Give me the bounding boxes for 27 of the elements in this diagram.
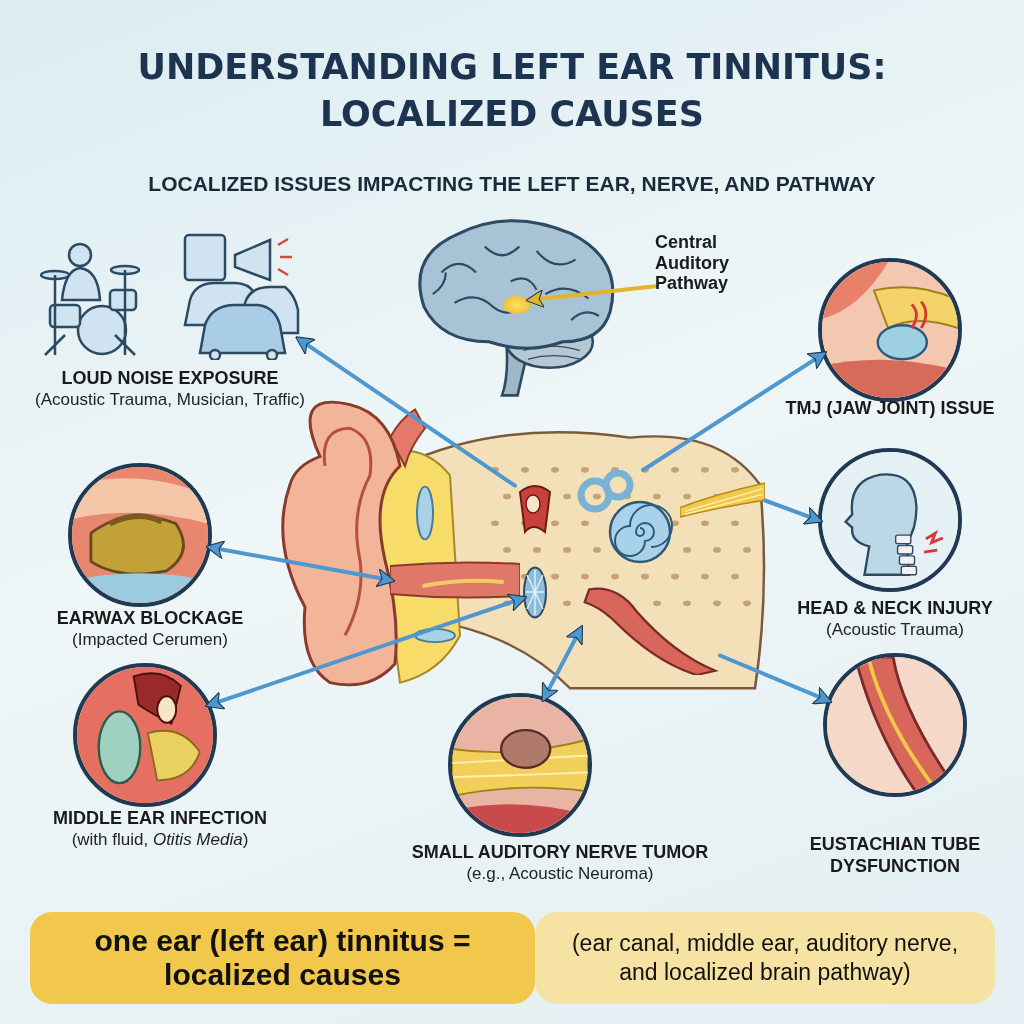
eustachian-tube-drawing (580, 585, 720, 675)
subtitle: LOCALIZED ISSUES IMPACTING THE LEFT EAR, NERVE, AND PATHWAY (147, 172, 877, 196)
cause-note: (Impacted Cerumen) (71, 629, 229, 650)
ear-canal-drawing (390, 560, 520, 600)
cause-title: SMALL AUDITORY NERVE TUMOR (410, 842, 710, 864)
arrow (641, 351, 828, 472)
arrow (763, 498, 824, 525)
summary-note-panel: (ear canal, middle ear, auditory nerve, and localized brain pathway) (535, 912, 995, 1004)
arrow (541, 624, 584, 703)
arrow (204, 593, 528, 710)
summary-banner: one ear (left ear) tinnitus = localized causes (30, 912, 535, 1004)
cause-title: MIDDLE EAR INFECTION (52, 808, 268, 830)
cause-title: EARWAX BLOCKAGE (55, 608, 245, 630)
cause-note: (Acoustic Trauma, Musician, Traffic) (34, 389, 306, 410)
cause-title: EUSTACHIAN TUBE DYSFUNCTION (808, 834, 982, 878)
cause-note: (Acoustic Trauma) (825, 619, 965, 640)
cause-title: TMJ (JAW JOINT) ISSUE (784, 398, 996, 420)
arrow (525, 284, 657, 308)
pathway-label: Central Auditory Pathway (655, 232, 755, 304)
arrow (205, 540, 396, 588)
cause-note: (with fluid, Otitis Media) (70, 829, 250, 850)
cause-title: LOUD NOISE EXPOSURE (60, 368, 280, 390)
cause-title: HEAD & NECK INJURY (796, 598, 994, 620)
arrow (718, 653, 833, 705)
title: UNDERSTANDING LEFT EAR TINNITUS: LOCALIZED CAUSES (136, 46, 888, 137)
eardrum-drawing (522, 565, 548, 620)
cause-note: (e.g., Acoustic Neuroma) (465, 863, 655, 884)
